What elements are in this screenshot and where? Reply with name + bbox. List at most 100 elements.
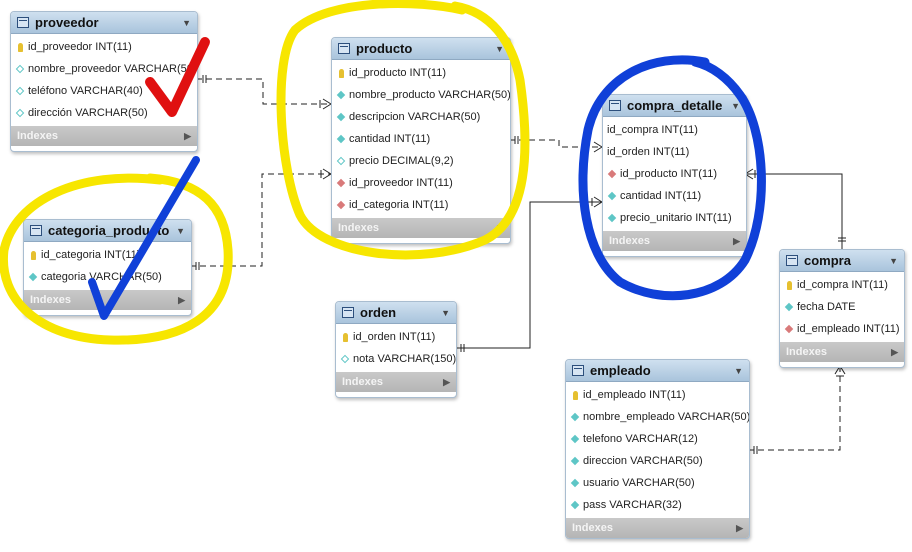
- column-row[interactable]: id_proveedor INT(11): [332, 172, 510, 194]
- rel-compra-compradetalle: [745, 173, 843, 249]
- column-icon: [607, 213, 617, 223]
- foreign-key-icon: [336, 200, 346, 210]
- rel-empleado-compra: [748, 366, 841, 451]
- expand-arrow-icon[interactable]: ▶: [736, 522, 743, 533]
- indexes-footer[interactable]: Indexes▶: [24, 290, 191, 310]
- collapse-arrow-icon[interactable]: ▼: [441, 307, 450, 318]
- collapse-arrow-icon[interactable]: ▼: [889, 255, 898, 266]
- column-icon: [784, 302, 794, 312]
- table-icon: [609, 100, 621, 111]
- entity-categoria-producto[interactable]: categoria_producto ▼ id_categoria INT(11…: [23, 219, 192, 316]
- entity-proveedor[interactable]: proveedor ▼ id_proveedor INT(11) nombre_…: [10, 11, 198, 152]
- table-icon: [342, 307, 354, 318]
- entity-title: categoria_producto: [48, 223, 170, 238]
- entity-producto[interactable]: producto ▼ id_producto INT(11) nombre_pr…: [331, 37, 511, 244]
- entity-header[interactable]: empleado ▼: [566, 360, 749, 382]
- column-row[interactable]: id_orden INT(11): [607, 146, 690, 158]
- entity-title: producto: [356, 41, 413, 56]
- column-row[interactable]: cantidad INT(11): [603, 185, 746, 207]
- indexes-footer[interactable]: Indexes▶: [780, 342, 904, 362]
- collapse-arrow-icon[interactable]: ▼: [734, 365, 743, 376]
- indexes-footer[interactable]: Indexes▶: [603, 231, 746, 251]
- column-row[interactable]: precio_unitario INT(11): [603, 207, 746, 229]
- entity-header[interactable]: categoria_producto ▼: [24, 220, 191, 242]
- column-row[interactable]: categoria VARCHAR(50): [24, 266, 191, 288]
- column-row[interactable]: id_categoria INT(11): [24, 244, 191, 266]
- column-icon: [570, 478, 580, 488]
- entity-compra-detalle[interactable]: compra_detalle ▼ id_compra INT(11) id_or…: [602, 94, 747, 257]
- column-row[interactable]: dirección VARCHAR(50): [11, 102, 197, 124]
- column-row[interactable]: nota VARCHAR(150): [336, 348, 456, 370]
- collapse-arrow-icon[interactable]: ▼: [495, 43, 504, 54]
- entity-empleado[interactable]: empleado ▼ id_empleado INT(11) nombre_em…: [565, 359, 750, 539]
- nullable-column-icon: [15, 86, 25, 96]
- column-icon: [336, 134, 346, 144]
- entity-header[interactable]: proveedor ▼: [11, 12, 197, 34]
- column-icon: [336, 90, 346, 100]
- table-icon: [30, 225, 42, 236]
- column-row[interactable]: teléfono VARCHAR(40): [11, 80, 197, 102]
- entity-orden[interactable]: orden ▼ id_orden INT(11) nota VARCHAR(15…: [335, 301, 457, 398]
- column-row[interactable]: nombre_proveedor VARCHAR(50): [11, 58, 197, 80]
- column-icon: [336, 112, 346, 122]
- expand-arrow-icon[interactable]: ▶: [891, 346, 898, 357]
- expand-arrow-icon[interactable]: ▶: [178, 294, 185, 305]
- column-row[interactable]: id_categoria INT(11): [332, 194, 510, 216]
- column-row[interactable]: cantidad INT(11): [332, 128, 510, 150]
- column-row[interactable]: id_empleado INT(11): [780, 318, 904, 340]
- rel-producto-compradetalle: [509, 139, 602, 148]
- table-icon: [338, 43, 350, 54]
- column-row[interactable]: id_empleado INT(11): [566, 384, 749, 406]
- entity-header[interactable]: producto ▼: [332, 38, 510, 60]
- column-row[interactable]: id_producto INT(11): [603, 163, 746, 185]
- column-row[interactable]: id_compra INT(11): [780, 274, 904, 296]
- column-row[interactable]: usuario VARCHAR(50): [566, 472, 749, 494]
- indexes-footer[interactable]: Indexes▶: [336, 372, 456, 392]
- collapse-arrow-icon[interactable]: ▼: [182, 17, 191, 28]
- expand-arrow-icon[interactable]: ▶: [497, 222, 504, 233]
- column-icon: [607, 191, 617, 201]
- entity-title: proveedor: [35, 15, 99, 30]
- column-row[interactable]: id_proveedor INT(11): [11, 36, 197, 58]
- column-row[interactable]: pass VARCHAR(32): [566, 494, 749, 516]
- foreign-key-icon: [607, 169, 617, 179]
- table-icon: [572, 365, 584, 376]
- indexes-footer[interactable]: Indexes▶: [332, 218, 510, 238]
- foreign-key-icon: [336, 178, 346, 188]
- indexes-footer[interactable]: Indexes▶: [566, 518, 749, 538]
- column-row[interactable]: descripcion VARCHAR(50): [332, 106, 510, 128]
- rel-categoria-producto: [190, 173, 331, 267]
- column-row[interactable]: nombre_producto VARCHAR(50): [332, 84, 510, 106]
- entity-title: empleado: [590, 363, 651, 378]
- column-row[interactable]: id_producto INT(11): [332, 62, 510, 84]
- primary-key-icon: [340, 332, 350, 342]
- column-icon: [570, 456, 580, 466]
- primary-key-icon: [28, 250, 38, 260]
- entity-header[interactable]: compra ▼: [780, 250, 904, 272]
- column-row[interactable]: nombre_empleado VARCHAR(50): [566, 406, 749, 428]
- nullable-column-icon: [340, 354, 350, 364]
- primary-key-icon: [15, 42, 25, 52]
- rel-proveedor-producto: [196, 78, 331, 105]
- expand-arrow-icon[interactable]: ▶: [733, 235, 740, 246]
- entity-header[interactable]: compra_detalle ▼: [603, 95, 746, 117]
- primary-key-icon: [784, 280, 794, 290]
- column-row[interactable]: id_compra INT(11): [607, 124, 698, 136]
- nullable-column-icon: [336, 156, 346, 166]
- column-row[interactable]: telefono VARCHAR(12): [566, 428, 749, 450]
- expand-arrow-icon[interactable]: ▶: [184, 130, 191, 141]
- entity-header[interactable]: orden ▼: [336, 302, 456, 324]
- column-row[interactable]: precio DECIMAL(9,2): [332, 150, 510, 172]
- column-icon: [570, 500, 580, 510]
- column-row[interactable]: direccion VARCHAR(50): [566, 450, 749, 472]
- collapse-arrow-icon[interactable]: ▼: [731, 100, 740, 111]
- entity-title: compra: [804, 253, 851, 268]
- column-row[interactable]: id_orden INT(11): [336, 326, 456, 348]
- nullable-column-icon: [15, 108, 25, 118]
- collapse-arrow-icon[interactable]: ▼: [176, 225, 185, 236]
- indexes-footer[interactable]: Indexes▶: [11, 126, 197, 146]
- nullable-column-icon: [15, 64, 25, 74]
- expand-arrow-icon[interactable]: ▶: [443, 376, 450, 387]
- entity-compra[interactable]: compra ▼ id_compra INT(11) fecha DATE id…: [779, 249, 905, 368]
- column-row[interactable]: fecha DATE: [780, 296, 904, 318]
